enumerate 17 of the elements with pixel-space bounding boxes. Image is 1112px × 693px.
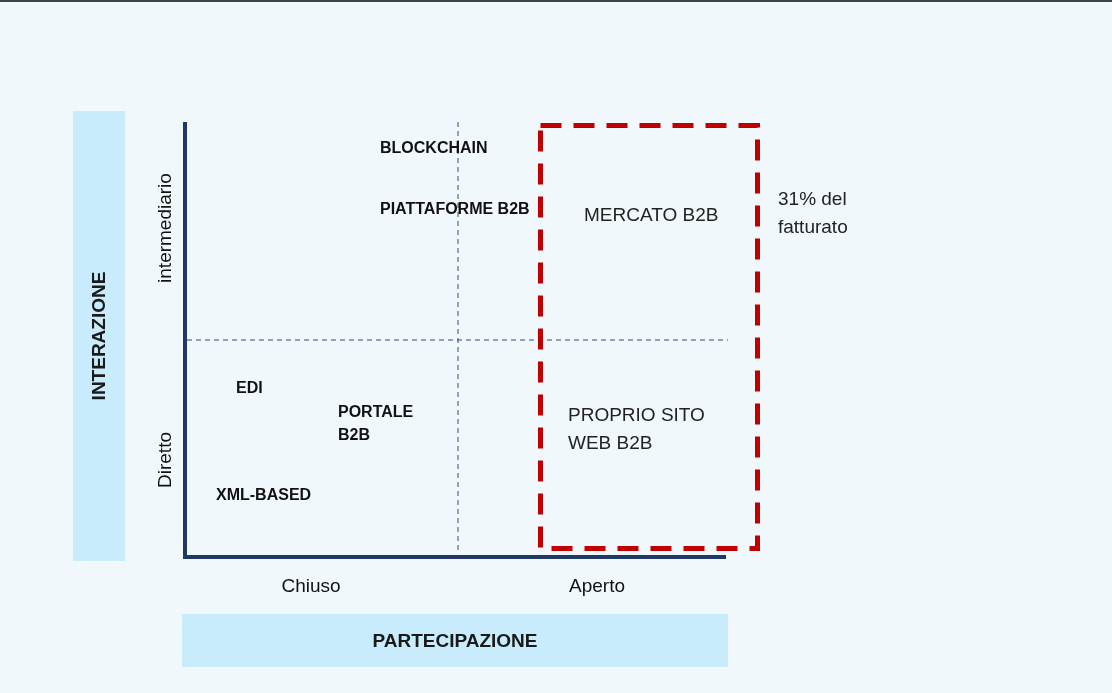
axis-title-band: [73, 111, 125, 561]
annotation-text: 31% del fatturato: [778, 187, 849, 239]
highlight-box: [538, 123, 760, 551]
quadrant-item: PIATTAFORME B2B: [380, 199, 530, 219]
quadrant-item: PORTALE B2B: [338, 402, 415, 446]
axis-category-label: Aperto: [569, 574, 625, 599]
axis-category-label: Chiuso: [281, 574, 341, 599]
axis-title: INTERAZIONE: [87, 271, 111, 401]
axis-title: PARTECIPAZIONE: [372, 628, 538, 653]
axis-category-label: intermediario: [153, 173, 177, 283]
axis-category-label: Diretto: [153, 432, 177, 488]
quadrant-label: MERCATO B2B: [584, 203, 720, 227]
quadrant-item: BLOCKCHAIN: [380, 138, 488, 158]
quadrant-label: PROPRIO SITO WEB B2B: [568, 403, 706, 455]
quadrant-item: XML-BASED: [216, 485, 312, 505]
quadrant-item: EDI: [236, 378, 263, 398]
axis-title-band: [182, 614, 728, 667]
